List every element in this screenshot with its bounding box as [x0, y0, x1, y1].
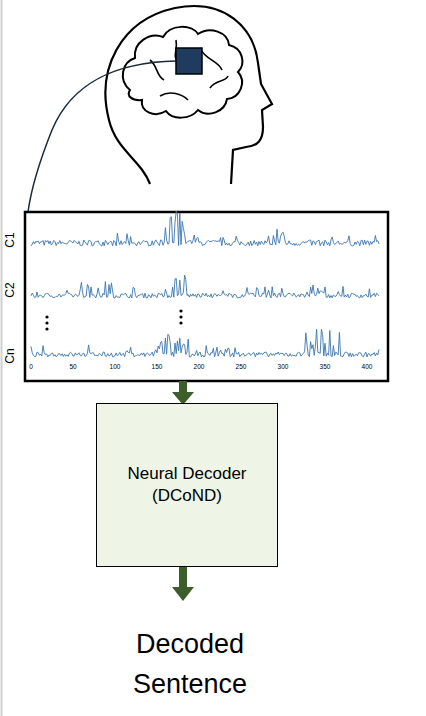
flow-arrow [172, 567, 194, 601]
brain-outline [123, 27, 243, 118]
ellipsis-dots [45, 309, 182, 330]
signal-trace [31, 329, 379, 357]
signal-traces [31, 211, 379, 357]
axis-tick: 0 [29, 364, 33, 371]
axis-tick: 300 [278, 364, 289, 371]
page-border [1, 0, 3, 716]
signal-trace [31, 275, 379, 298]
axis-tick: 250 [236, 364, 247, 371]
axis-tick: 50 [69, 364, 76, 371]
channel-label: C1 [4, 232, 16, 247]
electrode-array [176, 48, 202, 74]
channel-label: C2 [4, 282, 16, 297]
signal-panel [25, 212, 388, 381]
axis-tick: 350 [320, 364, 331, 371]
axis-tick: 150 [152, 364, 163, 371]
channel-label: Cn [4, 348, 16, 363]
head-outline [106, 6, 272, 184]
brain-folds [150, 40, 228, 100]
process-box: Neural Decoder (DCoND) [96, 403, 278, 567]
axis-tick: 100 [110, 364, 121, 371]
electrode-wire [28, 61, 176, 212]
signal-trace [31, 211, 379, 246]
axis-tick: 200 [194, 364, 205, 371]
axis-tick: 400 [362, 364, 373, 371]
box-label: Neural Decoder (DCoND) [113, 463, 261, 507]
flow-arrow [172, 381, 194, 405]
output-label: Decoded Sentence [95, 624, 285, 704]
